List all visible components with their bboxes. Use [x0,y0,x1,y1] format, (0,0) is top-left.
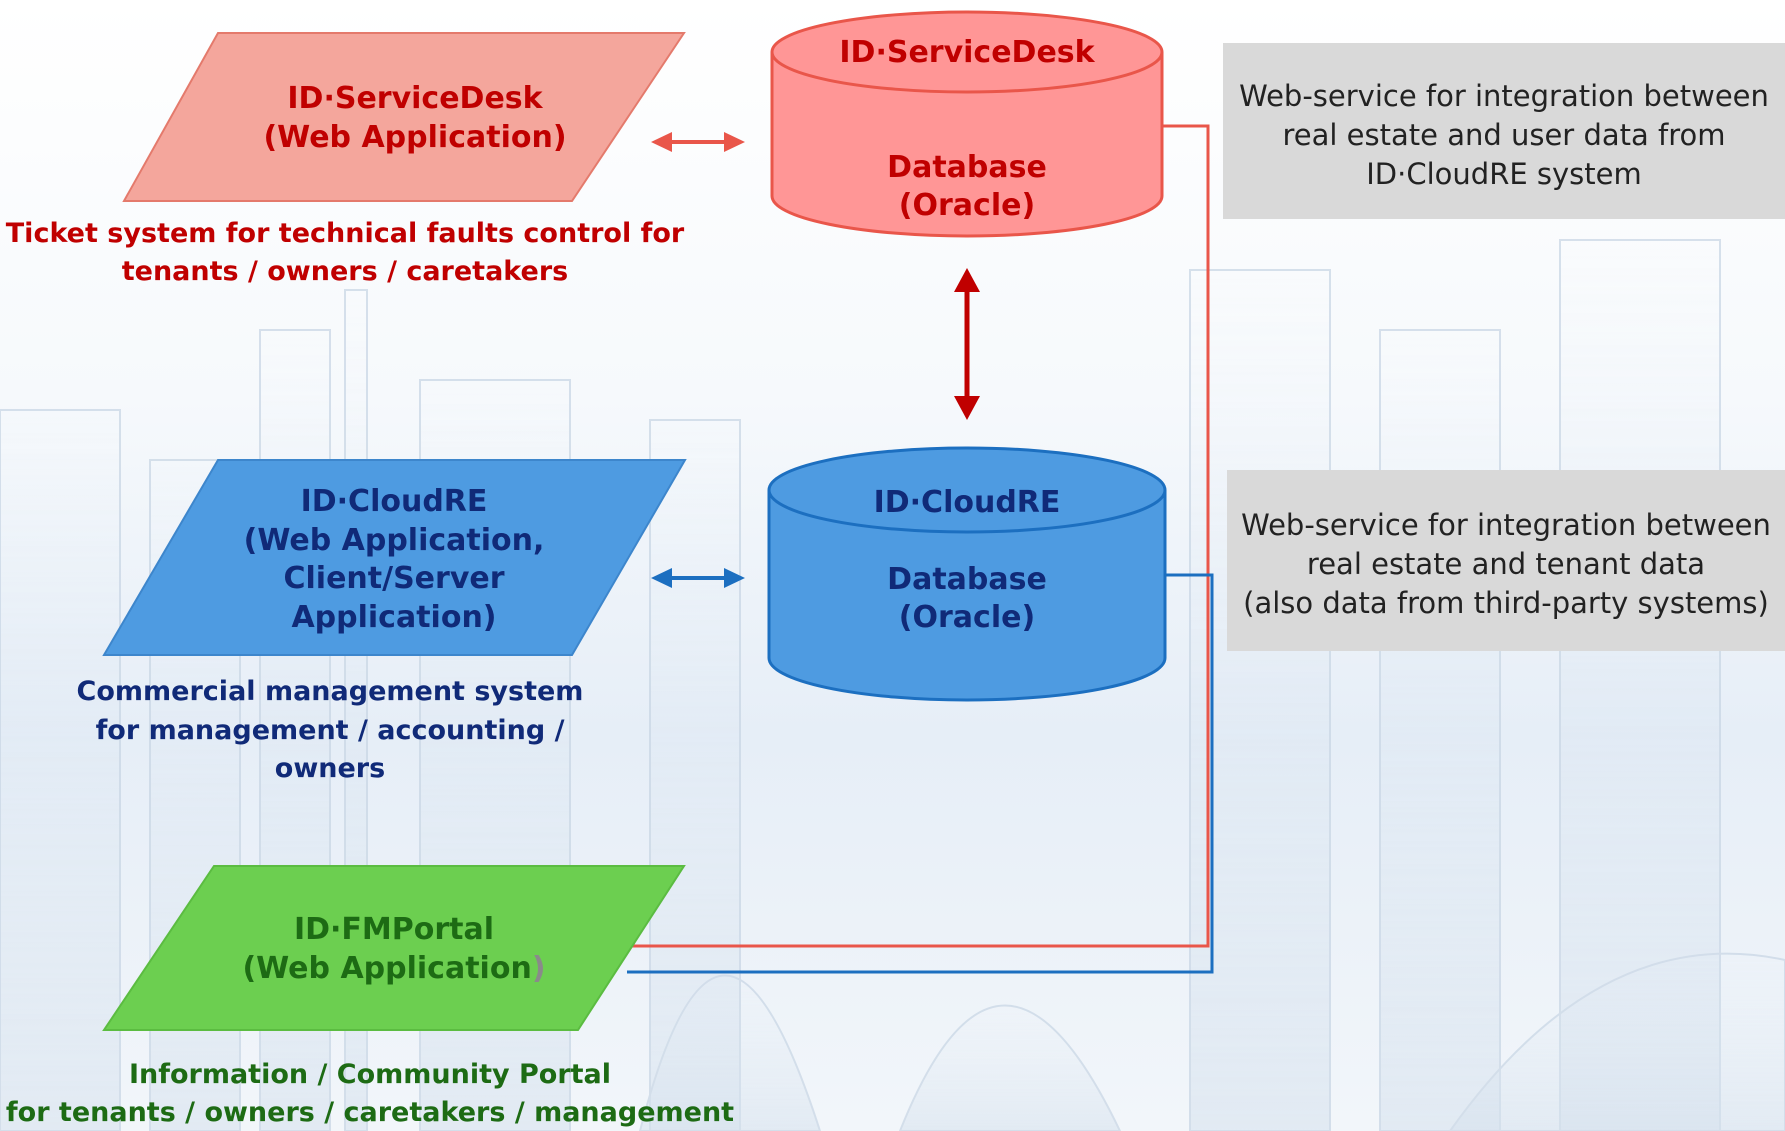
fmportal-app-title: ID·FMPortal [293,912,495,947]
note-top-line3: ID·CloudRE system [1366,157,1642,191]
cloudre-app-line2: (Web Application, [243,523,545,558]
note-bottom-line3: (also data from third-party systems) [1243,586,1769,620]
servicedesk-db-cylinder[interactable] [770,10,1164,238]
cloudre-db-title: ID·CloudRE [873,485,1061,520]
cloudre-db-line1: Database [887,562,1047,597]
webservice-note-tenant-data: Web-service for integration between real… [1227,470,1785,651]
cloudre-app-line1: ID·CloudRE [300,484,488,519]
cloudre-app-line3: Client/Server [283,561,505,596]
note-top-line1: Web-service for integration between [1239,79,1769,113]
cloudre-caption-line2: for management / accounting / [95,715,565,746]
cloudre-bidirectional-arrow [651,568,745,588]
cloudre-webservice-line [627,573,1214,974]
note-top-line2: real estate and user data from [1282,118,1726,152]
cloudre-db-cylinder[interactable] [767,446,1167,702]
servicedesk-caption-line2: tenants / owners / caretakers [121,256,569,287]
servicedesk-app-subtitle: (Web Application) [263,120,567,155]
fmportal-caption-line1: Information / Community Portal [128,1059,612,1090]
cloudre-app-line4: Application) [291,600,497,635]
servicedesk-app-shape[interactable] [122,32,686,202]
fmportal-caption-line2: for tenants / owners / caretakers / mana… [5,1097,735,1128]
note-bottom-line2: real estate and tenant data [1306,547,1706,581]
fmportal-app-shape[interactable] [102,865,686,1031]
fmportal-app-subtitle: (Web Application [242,951,532,986]
servicedesk-bidirectional-arrow [651,132,745,152]
note-bottom-line1: Web-service for integration between [1241,508,1771,542]
servicedesk-caption-line1: Ticket system for technical faults contr… [5,218,685,249]
fmportal-app-subtitle-paren: ) [531,951,546,986]
servicedesk-webservice-line [627,124,1210,948]
cloudre-caption-line1: Commercial management system [76,676,584,707]
cloudre-db-line2: (Oracle) [898,600,1036,635]
servicedesk-db-title: ID·ServiceDesk [839,35,1095,70]
database-sync-arrow [954,268,980,420]
webservice-note-user-data: Web-service for integration between real… [1223,43,1785,219]
servicedesk-db-line2: (Oracle) [898,188,1036,223]
cloudre-app-shape[interactable] [102,459,687,656]
fmportal-app-subtitle-wrap: (Web Application) [219,951,569,986]
servicedesk-db-line1: Database [887,150,1047,185]
cloudre-caption-line3: owners [274,753,386,784]
servicedesk-app-title: ID·ServiceDesk [287,81,543,116]
